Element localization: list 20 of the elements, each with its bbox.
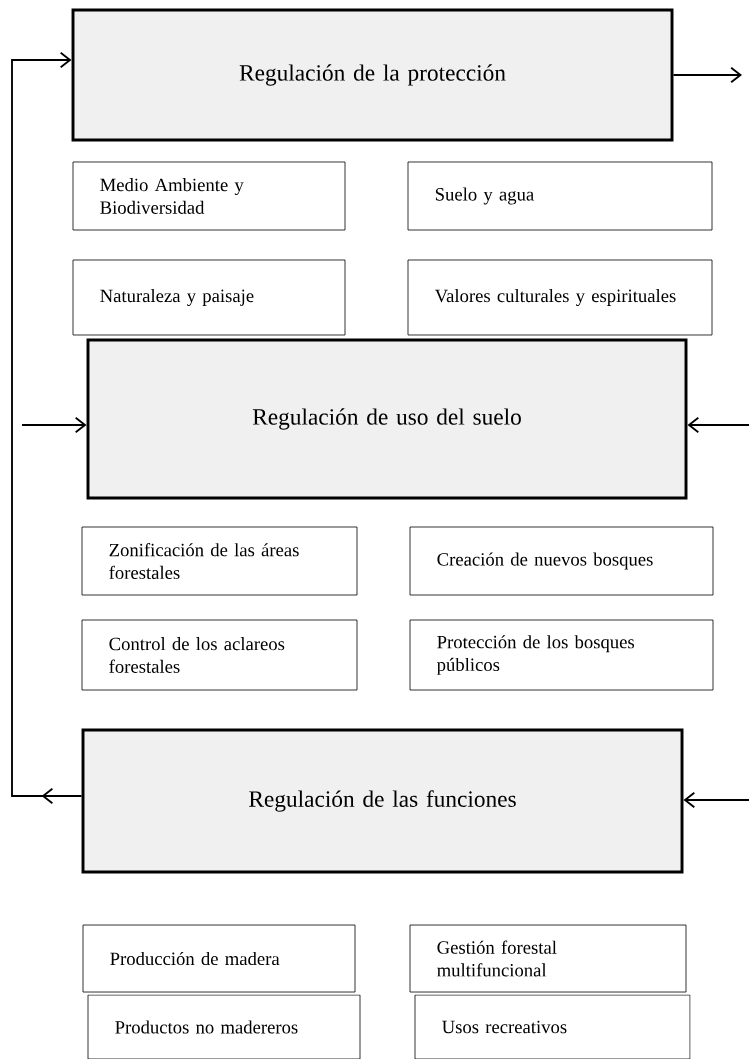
- arrow: [672, 66, 742, 84]
- regulation-box: Regulación de la protección: [71, 8, 674, 142]
- topic-box: Naturaleza y paisaje: [72, 259, 346, 336]
- topic-box: Control de los aclareos forestales: [81, 619, 358, 691]
- arrow: [687, 416, 749, 434]
- topic-box: Suelo y agua: [407, 161, 713, 231]
- topic-box: Gestión forestal multifuncional: [409, 924, 687, 993]
- topic-box: Usos recreativos: [414, 994, 691, 1059]
- arrow: [21, 416, 87, 434]
- arrow: [683, 791, 749, 809]
- regulation-box: Regulación de las funciones: [81, 728, 684, 874]
- arrow: [11, 51, 83, 805]
- topic-box: Medio Ambiente y Biodiversidad: [72, 161, 346, 231]
- topic-box: Producción de madera: [82, 924, 356, 993]
- regulation-box: Regulación de uso del suelo: [86, 338, 688, 500]
- topic-box: Creación de nuevos bosques: [409, 526, 714, 596]
- topic-box: Productos no madereros: [87, 994, 361, 1059]
- topic-box: Protección de los bosques públicos: [409, 619, 714, 691]
- topic-box: Zonificación de las áreas forestales: [81, 526, 358, 596]
- topic-box: Valores culturales y espirituales: [407, 259, 713, 336]
